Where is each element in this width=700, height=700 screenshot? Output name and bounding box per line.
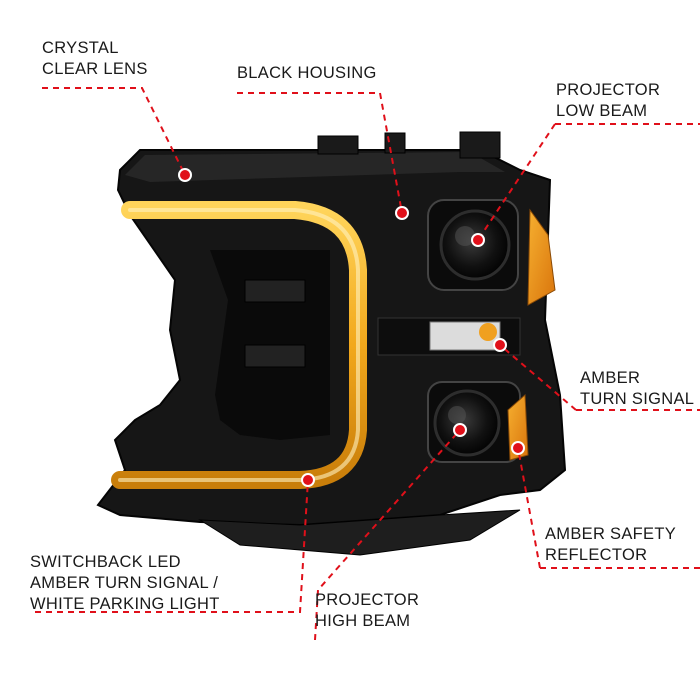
amber-turn-signal-label: AMBER TURN SIGNAL <box>580 368 694 410</box>
label-line: AMBER TURN SIGNAL / <box>30 574 219 592</box>
amber-safety-reflector-label: AMBER SAFETY REFLECTOR <box>545 524 676 566</box>
projector-low-beam <box>427 199 519 291</box>
label-line: WHITE PARKING LIGHT <box>30 595 220 613</box>
amber-corner-marker <box>527 208 556 306</box>
label-line: TURN SIGNAL <box>580 390 695 408</box>
label-line: BLACK HOUSING <box>237 64 377 82</box>
amber-turn-signal <box>429 321 501 351</box>
label-line: AMBER <box>580 369 641 387</box>
label-line: AMBER SAFETY <box>545 525 677 543</box>
label-line: HIGH BEAM <box>315 612 411 630</box>
label-line: PROJECTOR <box>556 81 661 99</box>
label-line: CRYSTAL <box>42 39 119 57</box>
callout-lines <box>35 87 700 641</box>
label-line: PROJECTOR <box>315 591 420 609</box>
crystal-clear-lens-label: CRYSTAL CLEAR LENS <box>42 38 148 80</box>
projector-high-beam <box>427 381 521 463</box>
projector-high-beam-label: PROJECTOR HIGH BEAM <box>315 590 419 632</box>
black-housing-label: BLACK HOUSING <box>237 63 377 84</box>
callout-dots <box>178 168 525 487</box>
label-line: REFLECTOR <box>545 546 648 564</box>
label-line: CLEAR LENS <box>42 60 148 78</box>
label-line: SWITCHBACK LED <box>30 553 181 571</box>
projector-low-beam-label: PROJECTOR LOW BEAM <box>556 80 660 122</box>
switchback-led-label: SWITCHBACK LED AMBER TURN SIGNAL / WHITE… <box>30 552 220 615</box>
label-line: LOW BEAM <box>556 102 648 120</box>
